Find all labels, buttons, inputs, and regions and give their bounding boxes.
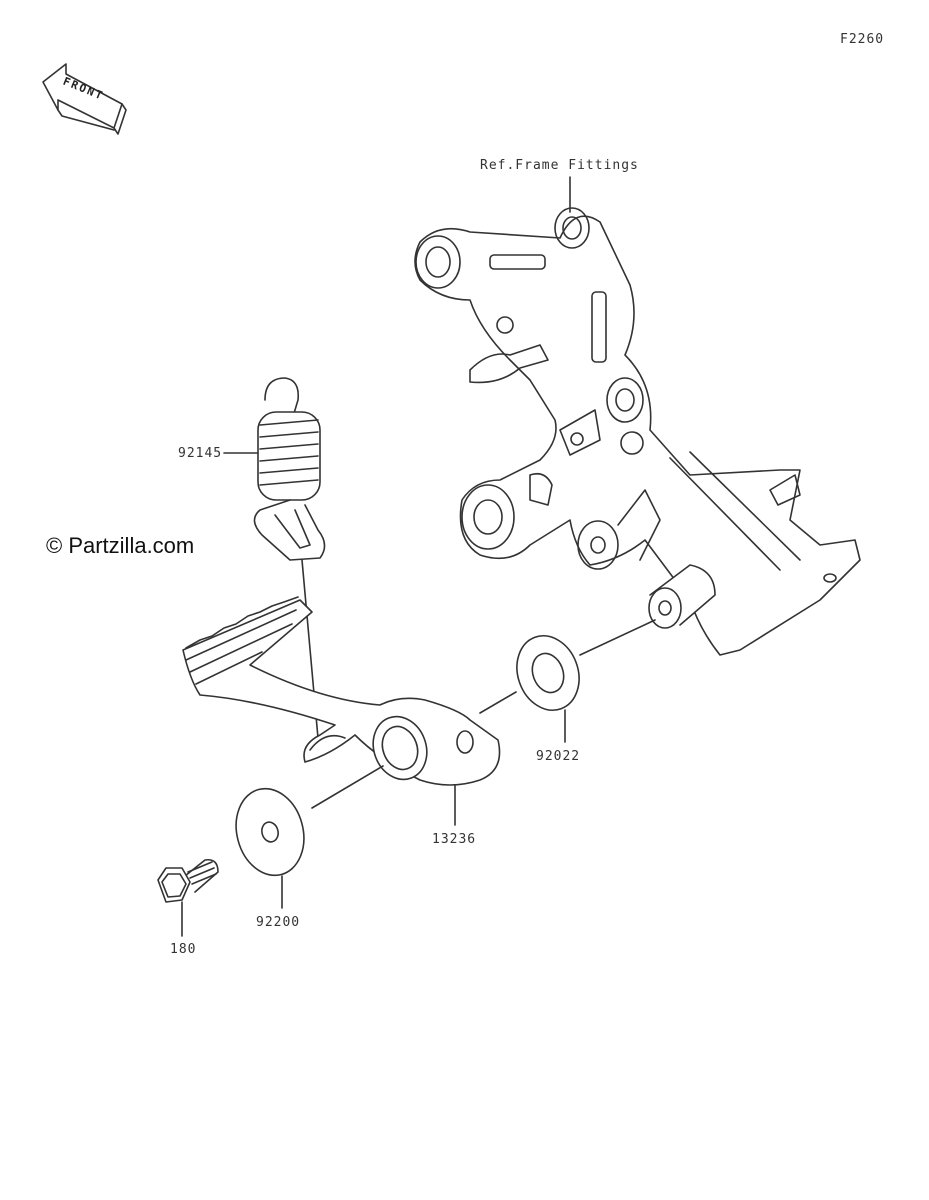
diagram-code: F2260 <box>840 32 885 47</box>
assembly-line <box>579 619 656 656</box>
brake-pedal-13236 <box>182 596 501 786</box>
washer-92022 <box>516 635 580 711</box>
part-number-180[interactable]: 180 <box>170 942 197 957</box>
front-arrow-icon <box>42 63 127 135</box>
assembly-line <box>479 691 517 714</box>
reference-label: Ref.Frame Fittings <box>480 158 639 173</box>
watermark: © Partzilla.com <box>46 533 195 558</box>
part-number-13236[interactable]: 13236 <box>432 832 477 847</box>
spring-92145 <box>253 377 326 561</box>
part-number-92022[interactable]: 92022 <box>536 749 581 764</box>
bolt-180 <box>157 858 219 903</box>
assembly-line <box>311 765 384 809</box>
washer-92200 <box>235 787 305 877</box>
frame-bracket <box>414 207 861 656</box>
part-number-92145[interactable]: 92145 <box>178 446 223 461</box>
part-number-92200[interactable]: 92200 <box>256 915 301 930</box>
